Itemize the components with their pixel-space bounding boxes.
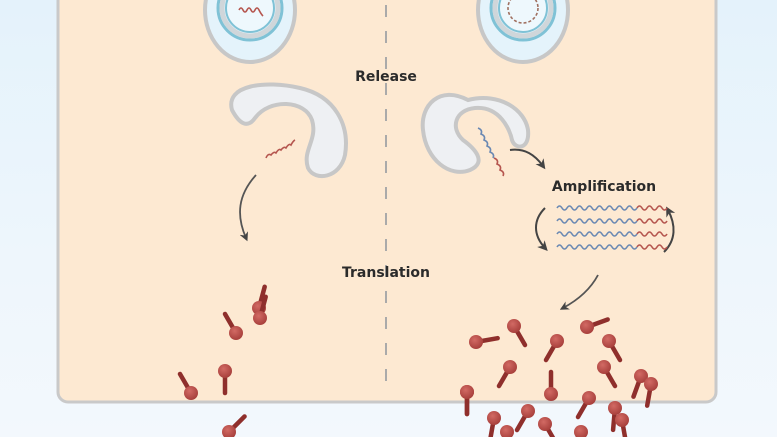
protein	[487, 411, 501, 437]
protein	[514, 404, 535, 433]
protein-group	[177, 284, 658, 437]
mrna-strand-in-lnp-left	[238, 7, 264, 17]
cell-body	[56, 0, 718, 404]
endosome-right	[420, 92, 531, 174]
label-release: Release	[355, 69, 417, 85]
protein	[222, 311, 243, 340]
protein	[500, 425, 514, 437]
protein	[580, 317, 610, 334]
protein	[644, 377, 658, 408]
amplified-rna-copy-tail	[636, 205, 668, 211]
protein	[507, 319, 528, 348]
arrow-to-amplification	[509, 148, 546, 170]
protein	[615, 413, 629, 437]
protein	[597, 360, 618, 389]
arrow-translation-left	[239, 174, 257, 242]
protein	[460, 385, 474, 417]
protein	[575, 391, 596, 420]
protein	[177, 371, 198, 400]
protein	[218, 364, 232, 396]
samrna-strand-released-right-tail	[493, 157, 505, 177]
mrna-strand-released-left	[265, 139, 296, 159]
lipid-nanoparticle-left	[203, 0, 297, 64]
protein	[574, 425, 588, 437]
amplified-rna-copy	[556, 218, 638, 224]
amplified-rna-copy	[556, 205, 638, 211]
protein	[631, 369, 648, 399]
amplified-rna-copy-tail	[636, 231, 668, 237]
arrow-translation-right	[559, 274, 599, 310]
protein	[253, 294, 268, 325]
protein	[538, 417, 556, 437]
protein	[222, 414, 247, 437]
label-amplification: Amplification	[552, 179, 656, 195]
protein	[469, 335, 500, 349]
label-translation: Translation	[342, 265, 430, 281]
amplified-rna-copy-tail	[636, 244, 668, 250]
lipid-nanoparticle-right	[476, 0, 570, 64]
protein	[496, 360, 517, 389]
samrna-strand-released-right	[477, 127, 495, 159]
amplified-rna-copy	[556, 244, 638, 250]
amplified-rna-copies	[556, 205, 668, 250]
endosome-left	[229, 82, 348, 178]
arrow-amplification-left	[535, 207, 548, 251]
amplified-rna-copy-tail	[636, 218, 668, 224]
amplified-rna-copy	[556, 231, 638, 237]
protein	[608, 401, 622, 433]
arrow-amplification-right	[663, 206, 676, 253]
protein	[544, 369, 558, 401]
samrna-ring-in-lnp	[507, 0, 539, 24]
protein	[543, 334, 564, 363]
protein	[602, 334, 623, 363]
